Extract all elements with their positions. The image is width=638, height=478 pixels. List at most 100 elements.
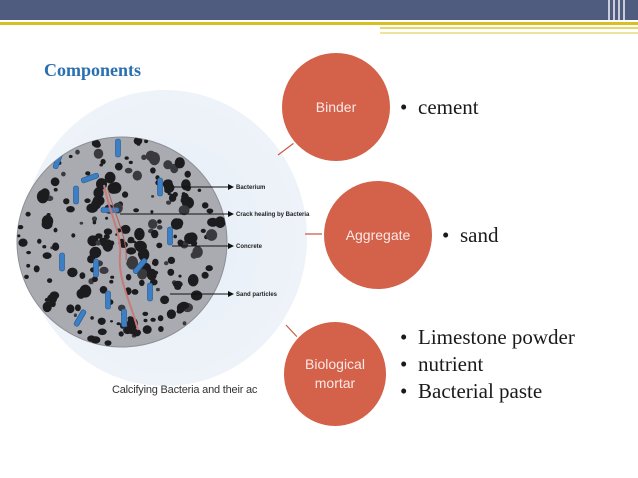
- bacterium-rod: [157, 177, 163, 197]
- sand-particle: [166, 200, 172, 205]
- sand-particle: [33, 265, 40, 273]
- sand-particle: [79, 272, 86, 279]
- sand-particle: [164, 179, 173, 186]
- sand-particle: [151, 229, 159, 239]
- sand-particle: [104, 340, 112, 346]
- sand-particle: [206, 229, 218, 241]
- figure-caption: Calcifying Bacteria and their ac: [112, 384, 258, 396]
- sand-particle: [75, 149, 80, 155]
- bacteria-concrete-illustration: [16, 136, 228, 348]
- sand-particle: [190, 240, 198, 247]
- sand-particle: [17, 225, 24, 230]
- sand-particle: [76, 288, 86, 299]
- sand-particle: [107, 182, 120, 194]
- sand-particle: [180, 196, 192, 205]
- sand-particle: [157, 315, 164, 322]
- sand-particle: [116, 322, 121, 326]
- bacterium-rod: [167, 226, 173, 246]
- sand-particle: [133, 208, 140, 213]
- figure-label-bacterium: Bacterium: [236, 185, 265, 191]
- sand-particle: [91, 276, 98, 283]
- accent-line: [0, 22, 638, 25]
- crack-line: [107, 189, 127, 261]
- sand-particle: [178, 274, 182, 278]
- sand-particle: [109, 279, 114, 284]
- figure-arrows: [120, 184, 234, 297]
- sand-particle: [206, 208, 214, 214]
- sand-particle: [132, 170, 142, 181]
- sand-particle: [92, 220, 97, 225]
- sand-particle: [95, 233, 103, 239]
- sand-particle: [99, 163, 103, 167]
- sand-particle: [169, 193, 174, 197]
- sand-particle: [151, 195, 155, 198]
- sand-particle: [109, 240, 115, 246]
- sand-particle: [167, 256, 176, 264]
- sand-particle: [90, 336, 101, 344]
- header-bar: [0, 0, 638, 20]
- header-stripes: [608, 0, 630, 20]
- sand-particle: [146, 268, 157, 281]
- sand-particle: [67, 267, 78, 278]
- sand-particle: [26, 263, 31, 268]
- sand-particle: [164, 261, 169, 266]
- sand-particle: [42, 301, 52, 313]
- sand-particle: [18, 238, 28, 247]
- sand-particle: [157, 219, 162, 224]
- sand-particle: [47, 294, 58, 304]
- sand-particle: [110, 275, 115, 279]
- sand-particle: [123, 326, 132, 335]
- sand-particle: [158, 326, 164, 332]
- figure-label-concrete: Concrete: [236, 244, 263, 250]
- sand-particle: [97, 317, 106, 325]
- sand-particle: [103, 234, 110, 240]
- sand-particle: [174, 157, 185, 169]
- sand-particle: [173, 234, 177, 239]
- binder-bullets: cement: [398, 94, 479, 120]
- sand-particle: [85, 171, 91, 176]
- sand-particle: [190, 251, 198, 259]
- sand-particle: [145, 154, 150, 159]
- bacterium-rod: [115, 138, 121, 158]
- bacterium-rod: [80, 172, 100, 184]
- sand-particle: [148, 219, 158, 229]
- sand-particle: [125, 274, 132, 281]
- sand-particle: [141, 154, 147, 160]
- sand-particle: [182, 321, 187, 326]
- sand-particle: [47, 278, 53, 283]
- sand-particle: [90, 316, 94, 320]
- sand-particle: [42, 252, 52, 259]
- sand-particle: [42, 245, 47, 249]
- sand-particle: [173, 218, 184, 228]
- sand-particle: [100, 158, 106, 165]
- bacterium-rod: [93, 258, 99, 278]
- sand-particle: [201, 271, 209, 279]
- bacterium-rod: [73, 185, 79, 205]
- sand-particle: [176, 309, 183, 314]
- sand-particle: [207, 217, 219, 227]
- sand-particle: [148, 152, 160, 166]
- sand-particle: [167, 268, 175, 276]
- sand-particle: [86, 203, 98, 213]
- biological-mortar-bullets: Limestone powder nutrient Bacterial past…: [398, 326, 598, 404]
- sand-particle: [152, 261, 156, 265]
- sand-particle: [163, 160, 173, 170]
- accent-line-tertiary: [380, 32, 638, 34]
- sand-particle: [26, 250, 31, 255]
- figure-label-sand-particles: Sand particles: [236, 292, 278, 298]
- bacterium-rod: [132, 258, 148, 274]
- sand-particle: [93, 148, 104, 159]
- bacterium-rod: [105, 290, 111, 310]
- sand-particle: [143, 318, 148, 323]
- sand-particle: [155, 287, 160, 292]
- sand-particle: [144, 139, 149, 144]
- biological-mortar-node-label: Biological mortar: [305, 356, 365, 391]
- sand-particle: [164, 188, 171, 194]
- sand-particle: [41, 215, 54, 228]
- sand-particle: [84, 198, 91, 203]
- sand-particle: [110, 320, 113, 323]
- sand-particle: [66, 206, 75, 213]
- sand-particle: [120, 224, 131, 234]
- sand-particle: [37, 238, 42, 244]
- sand-particle: [99, 266, 109, 274]
